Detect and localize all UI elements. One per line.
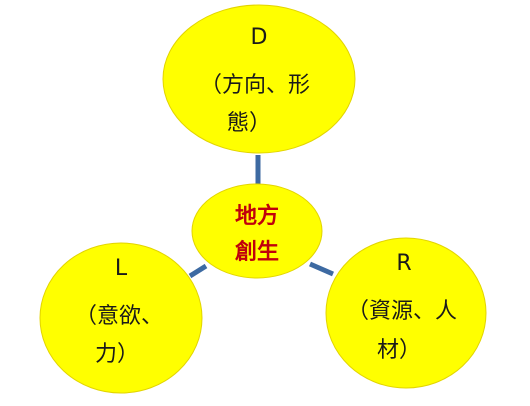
node-will-line1: （意欲、 — [75, 304, 163, 329]
node-resources-ellipse — [325, 237, 487, 389]
node-resources-line2: 材） — [377, 338, 421, 363]
node-resources-line1: （資源、人 — [347, 299, 457, 324]
node-will: L （意欲、 力） — [39, 242, 203, 394]
center-line2: 創生 — [235, 240, 279, 265]
node-will-ellipse — [39, 242, 203, 394]
connector-left — [188, 263, 208, 279]
node-direction: D （方向、形 態） — [162, 4, 356, 154]
node-resources: R （資源、人 材） — [325, 237, 487, 389]
node-will-letter: L — [115, 256, 128, 281]
node-resources-letter: R — [396, 251, 411, 276]
center-line1: 地方 — [235, 203, 279, 229]
node-direction-line1: （方向、形 — [200, 73, 310, 98]
node-direction-ellipse — [162, 4, 356, 154]
node-regional-revitalization: 地方 創生 — [191, 183, 323, 279]
node-direction-letter: D — [251, 25, 268, 50]
node-center-ellipse — [191, 183, 323, 279]
node-direction-line2: 態） — [227, 111, 271, 136]
node-will-line2: 力） — [95, 342, 139, 367]
connector-right — [309, 261, 334, 277]
